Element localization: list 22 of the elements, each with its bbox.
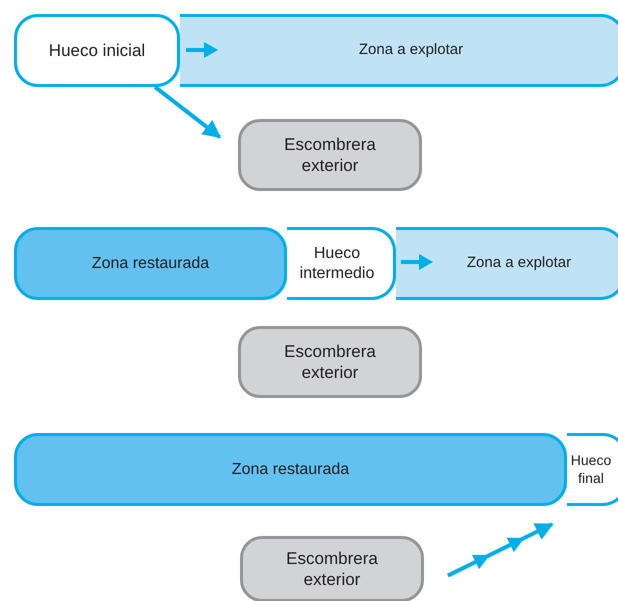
node-label: Escombrera exterior: [283, 340, 377, 384]
node-label: Escombrera exterior: [285, 548, 379, 590]
node-label: Hueco intermedio: [298, 244, 376, 284]
zone-box: [396, 227, 618, 300]
final-pit-box: [567, 433, 618, 506]
zone-box: [180, 14, 618, 87]
dump-box: [240, 536, 424, 601]
dump-box: [238, 119, 422, 191]
arrow: [447, 522, 554, 578]
node-label: Zona restaurada: [92, 254, 210, 274]
node-label: Zona restaurada: [232, 460, 350, 480]
node-label: Hueco inicial: [48, 40, 146, 62]
restored-zone-box: [14, 433, 567, 506]
restored-zone-box: [14, 227, 287, 300]
initial-pit-box: [14, 14, 180, 87]
node-label: Escombrera exterior: [283, 134, 377, 176]
node-label: Zona a explotar: [466, 254, 572, 273]
node-label: Zona a explotar: [358, 41, 464, 60]
dump-box: [238, 326, 422, 398]
intermediate-pit-box: [287, 227, 396, 300]
node-label: Hueco final: [570, 452, 612, 487]
arrow: [154, 85, 222, 139]
